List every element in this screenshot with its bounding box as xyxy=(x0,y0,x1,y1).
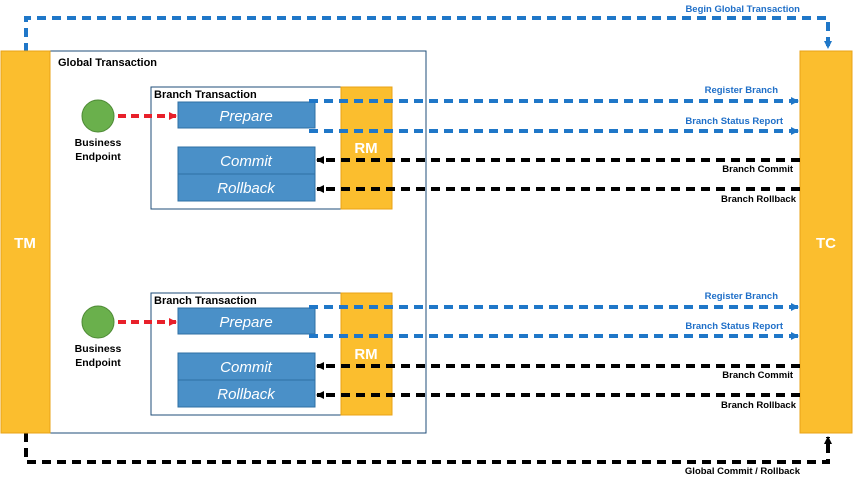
register-branch-label: Register Branch xyxy=(705,291,779,302)
rollback-label: Rollback xyxy=(217,180,276,197)
business-endpoint-label: Endpoint xyxy=(75,151,121,163)
prepare-label: Prepare xyxy=(219,108,272,125)
global-commit-rollback-arrow xyxy=(24,433,832,464)
rm-label: RM xyxy=(354,140,377,157)
prepare-box xyxy=(177,101,316,129)
rollback-label: Rollback xyxy=(217,386,276,403)
tc-block xyxy=(799,50,853,434)
commit-box xyxy=(177,352,316,381)
rollback-box xyxy=(177,173,316,202)
commit-label: Commit xyxy=(220,359,272,376)
branch-rollback-label: Branch Rollback xyxy=(721,400,797,411)
business-endpoint-node xyxy=(81,305,115,339)
rm-label: RM xyxy=(354,346,377,363)
branch-status-report-label: Branch Status Report xyxy=(685,321,783,332)
commit-label: Commit xyxy=(220,153,272,170)
branch-transaction-1: Branch Transaction Business Endpoint Pre… xyxy=(75,85,800,210)
branch-status-report-label: Branch Status Report xyxy=(685,116,783,127)
rollback-box xyxy=(177,379,316,408)
business-endpoint-node xyxy=(81,99,115,133)
branch-title: Branch Transaction xyxy=(154,295,257,307)
business-endpoint-label: Endpoint xyxy=(75,357,121,369)
branch-transaction-2: Branch Transaction Business Endpoint Pre… xyxy=(75,291,800,416)
register-branch-label: Register Branch xyxy=(705,85,779,96)
branch-commit-label: Branch Commit xyxy=(722,370,794,381)
branch-title: Branch Transaction xyxy=(154,89,257,101)
branch-rollback-label: Branch Rollback xyxy=(721,194,797,205)
tm-label: TM xyxy=(14,235,36,252)
tm-block xyxy=(0,50,51,434)
business-endpoint-label: Business xyxy=(75,137,122,149)
business-endpoint-label: Business xyxy=(75,343,122,355)
begin-global-transaction-arrow xyxy=(24,16,832,52)
prepare-label: Prepare xyxy=(219,314,272,331)
global-commit-rollback-label: Global Commit / Rollback xyxy=(685,466,801,477)
prepare-box xyxy=(177,307,316,335)
global-transaction-title: Global Transaction xyxy=(58,57,157,69)
branch-commit-label: Branch Commit xyxy=(722,164,794,175)
tc-label: TC xyxy=(816,235,836,252)
begin-global-transaction-label: Begin Global Transaction xyxy=(685,4,800,15)
